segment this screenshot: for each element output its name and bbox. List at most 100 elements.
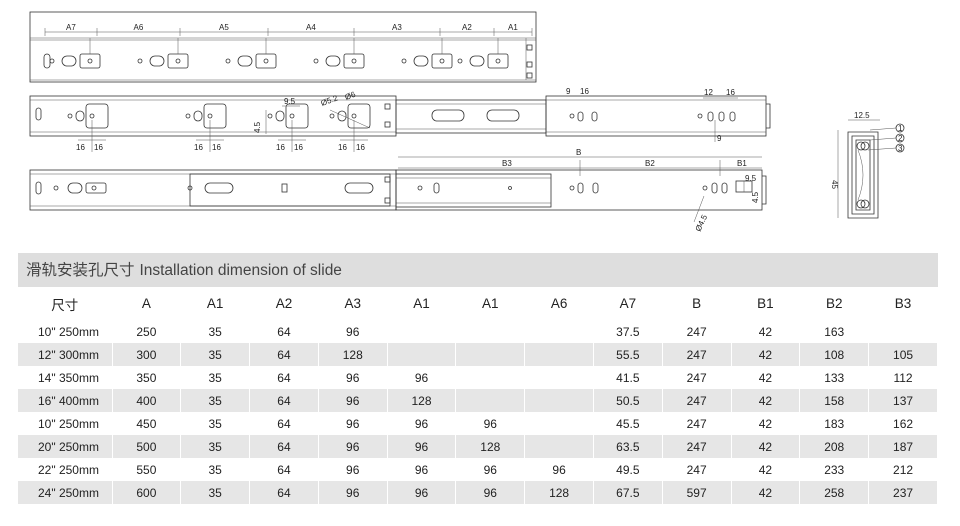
- table-cell: 400: [112, 389, 182, 412]
- table-cell: 49.5: [593, 458, 663, 481]
- diam-4-5-label: Ø4.5: [694, 213, 710, 233]
- dim-B1-label: B1: [737, 159, 747, 168]
- dim-9-label: 9: [566, 87, 571, 96]
- table-cell: [455, 389, 526, 412]
- table-cell: 12" 300mm: [18, 343, 113, 366]
- table-cell: 42: [731, 412, 801, 435]
- diam-5-2-label: Ø5.2: [320, 93, 340, 108]
- table-cell: 42: [731, 366, 801, 389]
- table-cell: 14" 350mm: [18, 366, 113, 389]
- table-cell: 10" 250mm: [18, 412, 113, 435]
- table-cell: 212: [868, 458, 938, 481]
- table-cell: [455, 366, 526, 389]
- table-cell: 35: [180, 366, 251, 389]
- table-cell: 96: [387, 481, 457, 504]
- dim-B2-label: B2: [645, 159, 655, 168]
- column-header: A3: [318, 287, 388, 320]
- table-cell: 550: [112, 458, 182, 481]
- dim-16-label: 16: [580, 87, 589, 96]
- section-width-label: 12.5: [854, 111, 870, 120]
- table-cell: 64: [249, 458, 319, 481]
- table-cell: [524, 366, 594, 389]
- table-cell: [524, 389, 594, 412]
- dimension-table-section: 滑轨安装孔尺寸 Installation dimension of slide …: [18, 253, 938, 504]
- table-cell: 35: [180, 412, 251, 435]
- section-view: 12.5 45 1 2 3: [830, 111, 905, 219]
- column-header: A7: [593, 287, 663, 320]
- table-cell: 37.5: [593, 320, 663, 343]
- table-cell: 233: [799, 458, 870, 481]
- table-cell: 96: [387, 412, 457, 435]
- table-cell: 64: [249, 366, 319, 389]
- table-cell: 42: [731, 389, 801, 412]
- table-cell: [524, 435, 594, 458]
- table-cell: 35: [180, 389, 251, 412]
- table-cell: 128: [455, 435, 526, 458]
- table-cell: 96: [318, 320, 388, 343]
- table-cell: 96: [318, 481, 388, 504]
- table-cell: 64: [249, 320, 319, 343]
- table-cell: [455, 343, 526, 366]
- top-dim-label: A3: [392, 23, 402, 32]
- table-cell: 350: [112, 366, 182, 389]
- table-cell: 258: [799, 481, 870, 504]
- top-dim-label: A7: [66, 23, 76, 32]
- table-cell: 96: [318, 366, 388, 389]
- table-cell: 35: [180, 343, 251, 366]
- table-cell: 64: [249, 435, 319, 458]
- dim-12-label: 12: [704, 88, 713, 97]
- table-cell: 20" 250mm: [18, 435, 113, 458]
- table-cell: 96: [387, 366, 457, 389]
- callout-1: 1: [898, 124, 903, 133]
- table-cell: 24" 250mm: [18, 481, 113, 504]
- column-header: B3: [868, 287, 938, 320]
- table-cell: 96: [455, 458, 526, 481]
- table-title-cn: 滑轨安装孔尺寸: [26, 261, 135, 279]
- column-header: A6: [524, 287, 594, 320]
- table-cell: 96: [318, 412, 388, 435]
- table-cell: 35: [180, 458, 251, 481]
- table-cell: [868, 320, 938, 343]
- table-cell: 137: [868, 389, 938, 412]
- table-cell: 108: [799, 343, 870, 366]
- column-header: A1: [387, 287, 457, 320]
- table-title-en: Installation dimension of slide: [139, 262, 342, 279]
- dim-16-label: 16: [76, 143, 85, 152]
- dim-9-5-label: 9.5: [284, 97, 296, 106]
- table-cell: 208: [799, 435, 870, 458]
- top-dim-label: A1: [508, 23, 518, 32]
- dim-B-label: B: [576, 148, 581, 157]
- table-cell: 64: [249, 412, 319, 435]
- table-cell: 64: [249, 389, 319, 412]
- table-cell: 16" 400mm: [18, 389, 113, 412]
- table-cell: 105: [868, 343, 938, 366]
- dim-B3-label: B3: [502, 159, 512, 168]
- top-dim-label: A6: [134, 23, 144, 32]
- column-header: B2: [799, 287, 870, 320]
- table-cell: 158: [799, 389, 870, 412]
- table-cell: 128: [524, 481, 594, 504]
- table-cell: 237: [868, 481, 938, 504]
- table-cell: 96: [387, 435, 457, 458]
- dim-4-5-label: 4.5: [253, 121, 262, 133]
- table-cell: 247: [662, 458, 732, 481]
- dim-9b-label: 9: [717, 134, 722, 143]
- table-cell: 96: [455, 412, 526, 435]
- table-cell: 96: [318, 389, 388, 412]
- table-cell: 63.5: [593, 435, 663, 458]
- callout-3: 3: [898, 144, 903, 153]
- table-cell: 55.5: [593, 343, 663, 366]
- table-cell: 247: [662, 412, 732, 435]
- table-cell: 247: [662, 435, 732, 458]
- table-cell: 96: [318, 458, 388, 481]
- dim-16b-label: 16: [726, 88, 735, 97]
- table-cell: 35: [180, 481, 251, 504]
- table-cell: 300: [112, 343, 182, 366]
